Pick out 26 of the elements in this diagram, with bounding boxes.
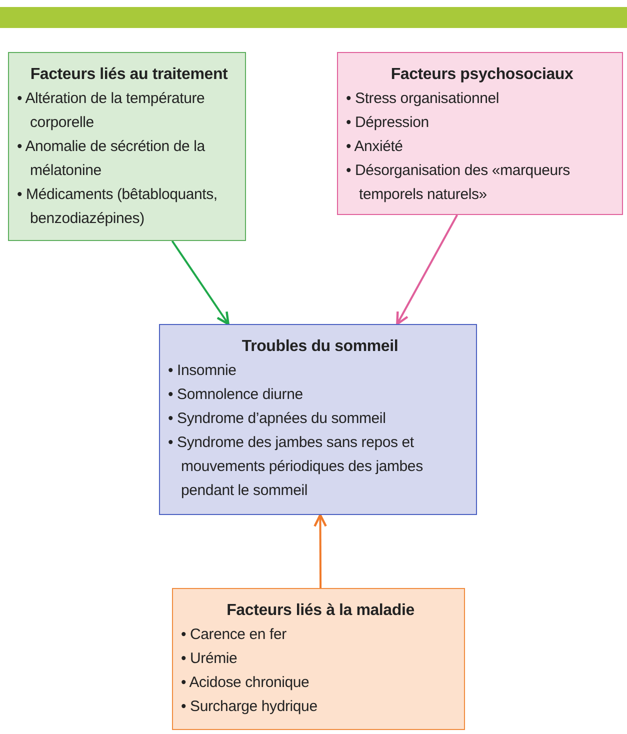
factor-box (8, 52, 246, 241)
list-item: • Anomalie de sécrétion de la mélatonine (17, 137, 206, 181)
factor-box (337, 52, 623, 215)
factor-box (172, 588, 465, 730)
box-heading: Facteurs liés au traitement (29, 65, 229, 85)
box-heading: Facteurs psychosociaux (390, 65, 574, 85)
outcome-box (159, 324, 477, 515)
list-item: • Syndrome des jambes sans repos et mouvements périodiques des jambes pendant le sommeil (168, 433, 424, 501)
list-item: • Stress organisationnel (346, 89, 500, 109)
list-item: • Altération de la température corporelle (17, 89, 206, 133)
list-item: • Syndrome d’apnées du sommeil (168, 409, 387, 429)
list-item: • Insomnie (168, 361, 238, 381)
list-item: • Acidose chronique (181, 673, 310, 693)
list-item: • Surcharge hydrique (181, 697, 318, 717)
arrow (314, 514, 327, 588)
list-item: • Désorganisation des «marqueurs temporels naturels» (346, 161, 571, 205)
box-heading: Troubles du sommeil (240, 337, 400, 357)
list-item: • Somnolence diurne (168, 385, 304, 405)
list-item: • Médicaments (bêtabloquants, benzodiazépines) (17, 185, 218, 229)
list-item: • Anxiété (346, 137, 404, 157)
box-heading: Facteurs liés à la maladie (226, 601, 416, 621)
list-item: • Dépression (346, 113, 430, 133)
list-item: • Carence en fer (181, 625, 288, 645)
arrow (396, 214, 458, 326)
arrow (171, 240, 230, 326)
list-item: • Urémie (181, 649, 238, 669)
